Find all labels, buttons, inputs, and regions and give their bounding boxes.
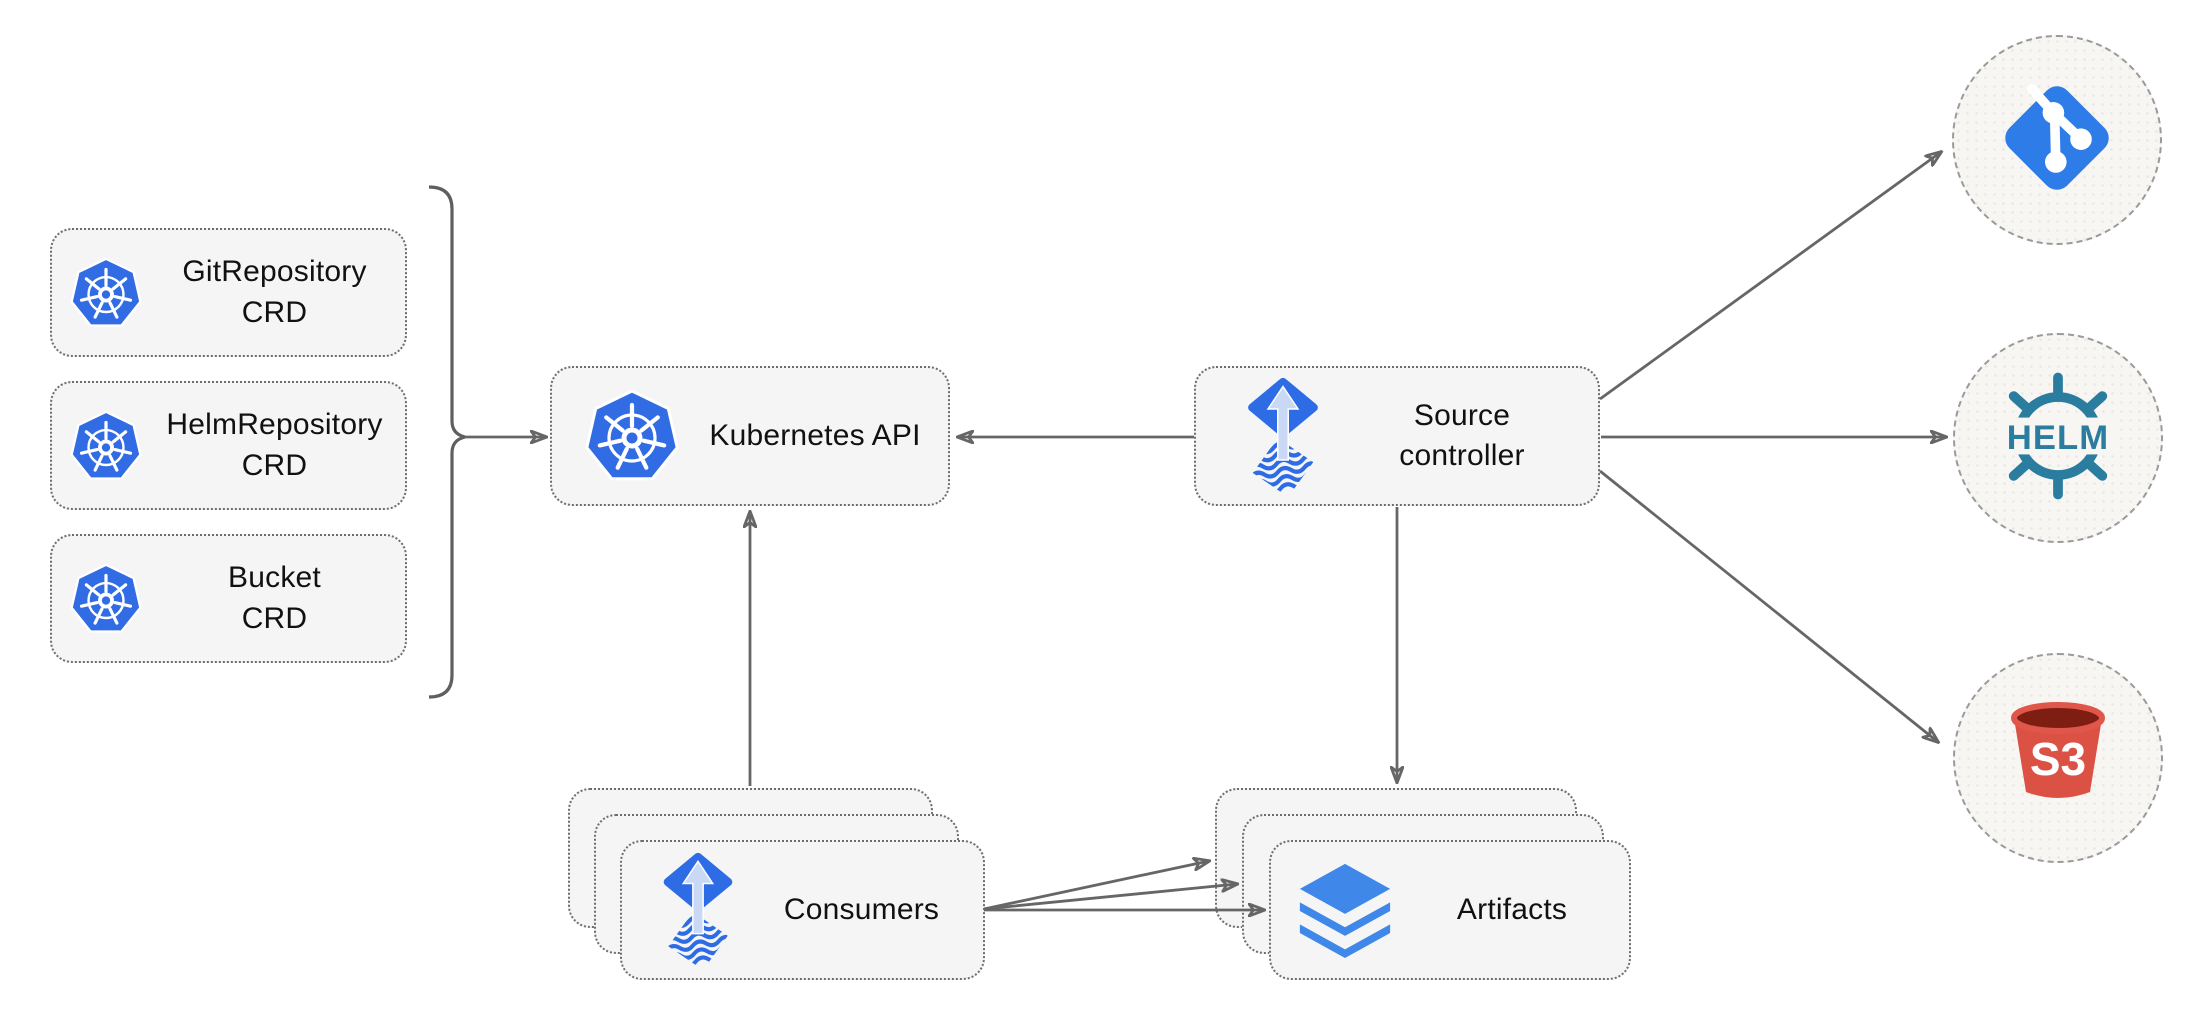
node-label: Consumers: [783, 892, 940, 926]
arrow-consumers-to-artifacts-2: [983, 884, 1237, 911]
node-gitrepository-crd: GitRepository CRD: [50, 228, 407, 357]
external-git: [1952, 35, 2162, 245]
node-source-controller: Source controller: [1194, 366, 1600, 506]
git-icon: [1997, 78, 2117, 203]
node-kubernetes-api: Kubernetes API: [550, 366, 950, 506]
arrow-source-controller-to-s3: [1599, 469, 1938, 742]
node-artifacts: Artifacts: [1269, 840, 1631, 980]
flux-icon: [1240, 376, 1326, 496]
node-label: GitRepository CRD: [182, 255, 367, 329]
layers-icon: [1295, 862, 1395, 958]
node-label: Bucket CRD: [228, 561, 321, 635]
node-label: HelmRepository CRD: [166, 408, 383, 482]
node-label: Kubernetes API: [709, 418, 921, 452]
node-label: Source controller: [1399, 398, 1525, 473]
helm-icon: HELM: [1993, 371, 2123, 506]
s3-wordmark: S3: [2030, 733, 2086, 785]
kubernetes-icon: [582, 386, 682, 486]
node-bucket-crd: Bucket CRD: [50, 534, 407, 663]
flux-icon: [656, 851, 740, 969]
kubernetes-icon: [68, 561, 144, 637]
arrow-consumers-to-artifacts-1: [983, 861, 1209, 911]
crd-group-bracket: [428, 185, 466, 699]
kubernetes-icon: [68, 255, 144, 331]
external-s3: S3: [1953, 653, 2163, 863]
external-helm: HELM: [1953, 333, 2163, 543]
arrow-source-controller-to-git: [1599, 152, 1941, 401]
helm-wordmark: HELM: [2007, 419, 2110, 457]
node-label: Artifacts: [1456, 892, 1568, 926]
node-helmrepository-crd: HelmRepository CRD: [50, 381, 407, 510]
node-consumers: Consumers: [620, 840, 985, 980]
s3-icon: S3: [1998, 696, 2118, 821]
kubernetes-icon: [68, 408, 144, 484]
